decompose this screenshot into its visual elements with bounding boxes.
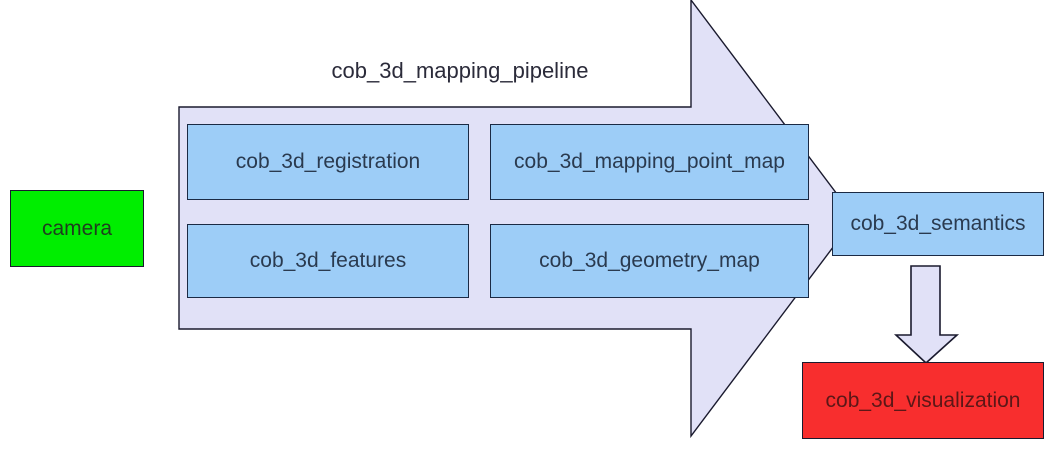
- pipeline-block-arrow: [178, 0, 856, 439]
- node-camera-label: camera: [41, 216, 113, 240]
- node-cob-3d-registration-label: cob_3d_registration: [235, 150, 421, 174]
- node-cob-3d-mapping-point-map[interactable]: cob_3d_mapping_point_map: [490, 124, 809, 200]
- node-cob-3d-registration[interactable]: cob_3d_registration: [187, 124, 469, 200]
- node-cob-3d-features-label: cob_3d_features: [249, 249, 407, 273]
- node-cob-3d-visualization[interactable]: cob_3d_visualization: [802, 362, 1044, 439]
- node-cob-3d-semantics-label: cob_3d_semantics: [850, 212, 1026, 236]
- page-title: cob_3d_mapping_pipeline: [331, 58, 589, 83]
- semantics-to-visualization-arrow: [893, 265, 960, 365]
- node-cob-3d-semantics[interactable]: cob_3d_semantics: [832, 192, 1044, 256]
- node-cob-3d-features[interactable]: cob_3d_features: [187, 224, 469, 298]
- node-camera[interactable]: camera: [10, 190, 144, 267]
- node-cob-3d-geometry-map[interactable]: cob_3d_geometry_map: [490, 224, 809, 298]
- node-cob-3d-visualization-label: cob_3d_visualization: [825, 388, 1021, 412]
- node-cob-3d-geometry-map-label: cob_3d_geometry_map: [539, 249, 760, 273]
- node-cob-3d-mapping-point-map-label: cob_3d_mapping_point_map: [514, 150, 785, 174]
